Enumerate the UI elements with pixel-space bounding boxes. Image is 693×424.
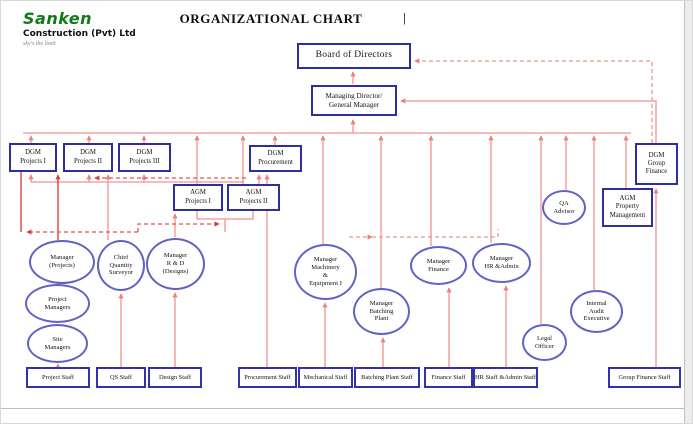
node-manager-machinery-equipment: Manager Machinery & Equipment I (294, 244, 357, 300)
node-mechanical-staff: Mechanical Staff (298, 367, 353, 388)
node-procurement-staff: Procurement Staff (238, 367, 297, 388)
node-manager-rd-designs: Manager R & D (Designs) (146, 238, 205, 290)
node-dgm-group-finance: DGM Group Finance (635, 143, 678, 185)
window-right-edge (684, 1, 692, 423)
node-design-staff: Design Staff (148, 367, 202, 388)
node-agm-projects-1: AGM Projects I (173, 184, 223, 211)
node-dgm-projects-2: DGM Projects II (63, 143, 113, 172)
node-chief-quantity-surveyor: Chief Quantity Surveyor (97, 240, 145, 291)
node-dgm-procurement: DGM Procurement (249, 145, 302, 172)
node-site-managers: Site Managers (27, 324, 88, 363)
page-bottom-rule (1, 408, 685, 409)
node-project-managers: Project Managers (25, 284, 90, 323)
node-agm-projects-2: AGM Projects II (227, 184, 280, 211)
title-separator: | (403, 10, 406, 25)
node-board-of-directors: Board of Directors (297, 43, 411, 69)
node-group-finance-staff: Group Finance Staff (608, 367, 681, 388)
node-qa-advisor: QA Advisor (542, 190, 586, 225)
company-name: Construction (Pvt) Ltd (23, 29, 136, 39)
node-managing-director: Managing Director/ General Manager (311, 85, 397, 116)
node-finance-staff: Finance Staff (424, 367, 473, 388)
node-agm-property-management: AGM Property Management (602, 188, 653, 227)
company-tagline: sky's the limit (23, 41, 56, 47)
node-manager-projects: Manager (Projects) (29, 240, 95, 284)
node-dgm-projects-3: DGM Projects III (118, 143, 171, 172)
node-internal-audit-executive: Internal Audit Executive (570, 290, 623, 333)
node-manager-finance: Manager Finance (410, 246, 467, 285)
node-batching-plant-staff: Batching Plant Staff (354, 367, 420, 388)
company-logo: Sanken (23, 9, 93, 28)
node-hr-admin-staff: HR Staff &Admin Staff (473, 367, 538, 388)
node-legal-officer: Legal Officer (522, 324, 567, 361)
page-title: ORGANIZATIONAL CHART (179, 11, 363, 26)
node-dgm-projects-1: DGM Projects I (9, 143, 57, 172)
node-manager-batching-plant: Manager Batching Plant (353, 288, 410, 335)
node-qs-staff: QS Staff (96, 367, 146, 388)
node-manager-hr-admin: Manager HR &Admin (472, 243, 531, 283)
node-project-staff: Project Staff (26, 367, 90, 388)
